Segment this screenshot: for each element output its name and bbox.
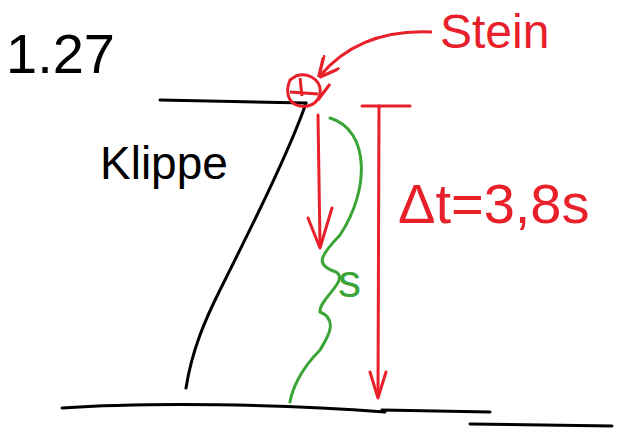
- fall-arrow: [318, 115, 320, 245]
- exercise-number: 1.27: [6, 26, 115, 82]
- time-label: Δt=3,8s: [398, 176, 590, 232]
- pointer-arrow: [320, 32, 432, 76]
- ground-line: [470, 424, 612, 426]
- ground-line: [382, 410, 490, 412]
- cliff-top: [160, 100, 306, 103]
- distance-label: s: [338, 258, 361, 304]
- stone-figure: [288, 75, 321, 107]
- dimension-arrowhead: [370, 372, 386, 398]
- cliff-label: Klippe: [100, 140, 228, 186]
- dimension-line: [378, 106, 379, 396]
- ground-line: [62, 405, 385, 412]
- object-label: Stein: [440, 8, 549, 56]
- pointer-arrow: [318, 84, 330, 100]
- dimension-tick: [362, 105, 410, 108]
- distance-brace: [290, 118, 361, 402]
- fall-arrowhead: [308, 208, 332, 248]
